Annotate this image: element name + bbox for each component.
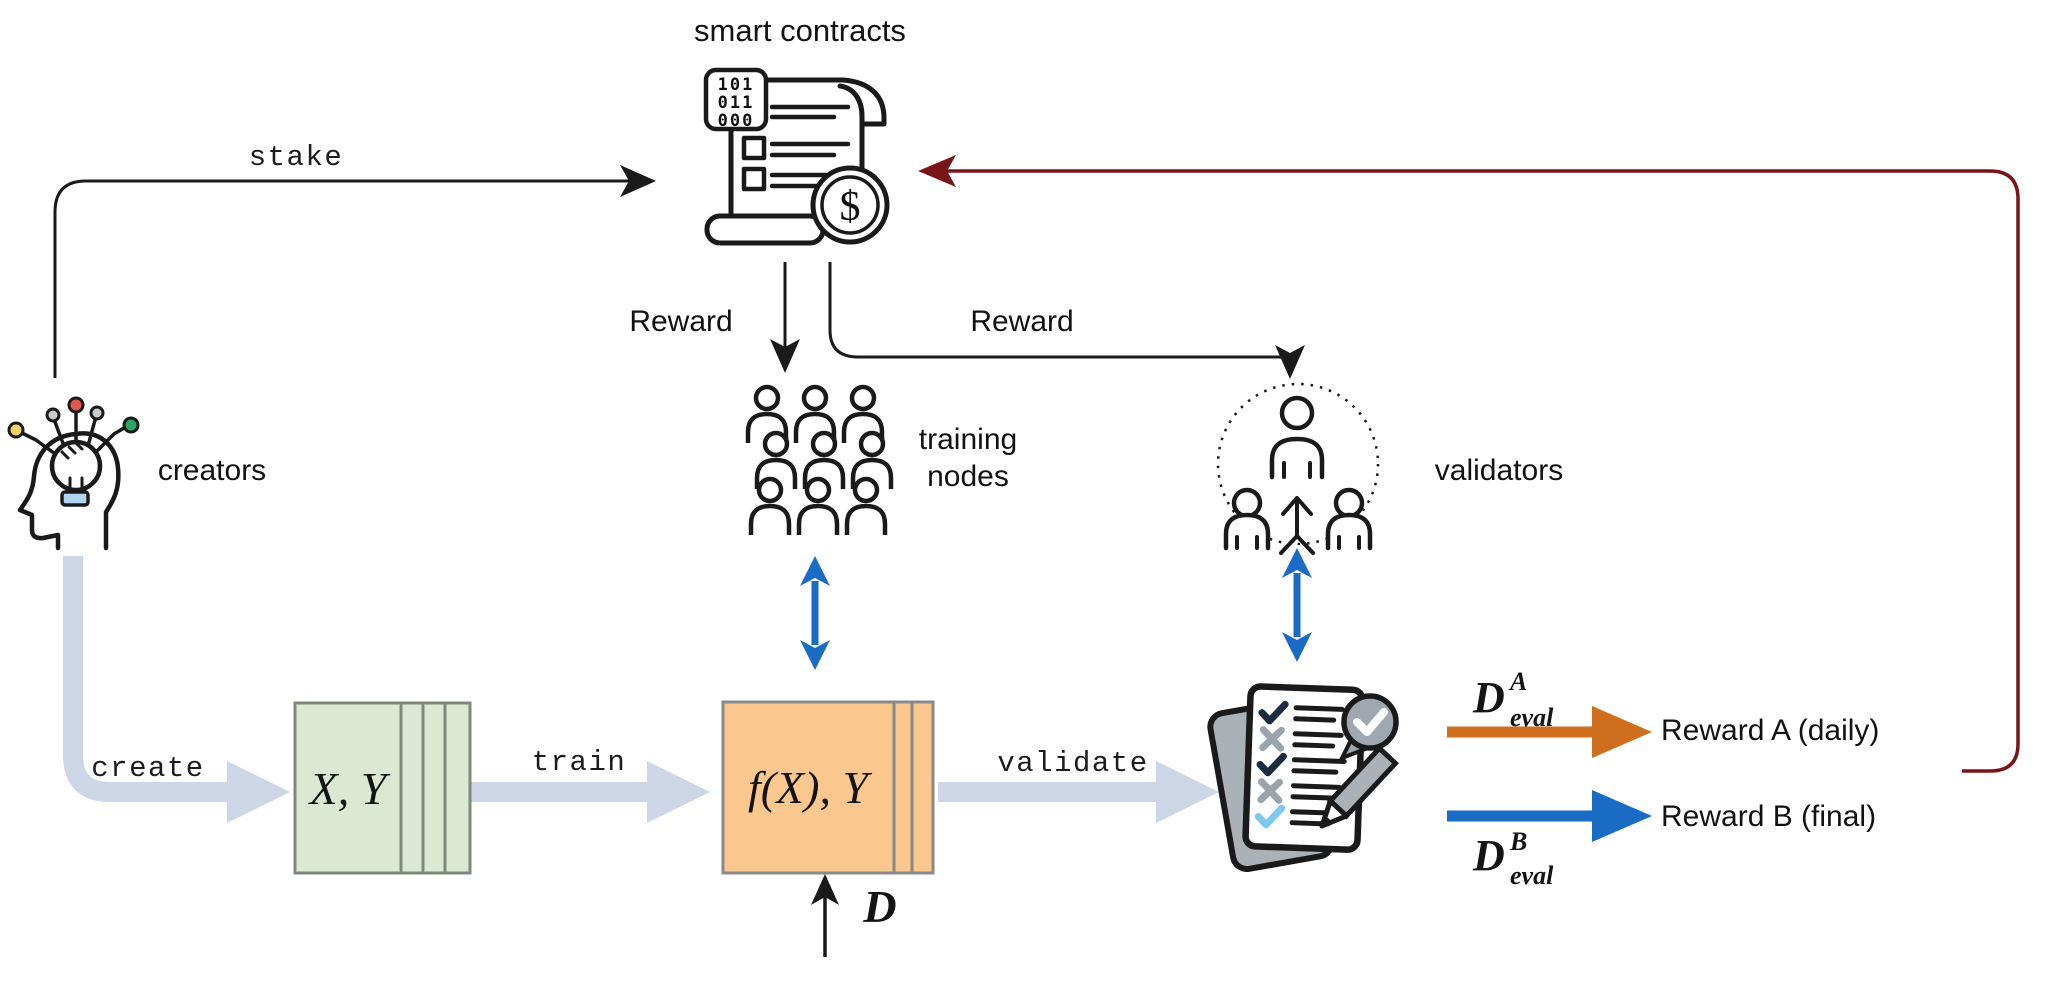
sync-arrow-validators	[1282, 548, 1312, 662]
validators-icon	[1223, 395, 1373, 555]
node-dot-red	[67, 396, 85, 414]
reward-arrow-validators	[828, 262, 1305, 379]
smart-contracts-node: smart contracts 101 011 000	[694, 13, 906, 246]
node-dot-yellow	[7, 421, 25, 439]
create-arrow	[63, 556, 290, 823]
train-label: train	[532, 746, 627, 779]
dollar-coin-icon	[810, 165, 890, 245]
dataset-box-label: X, Y	[308, 763, 391, 814]
eval-a-symbol: D A eval	[1472, 667, 1554, 732]
training-nodes-node: training nodes	[748, 387, 1017, 535]
doc-checkbox	[741, 135, 767, 161]
stake-label: stake	[249, 141, 344, 174]
creators-label: creators	[158, 454, 266, 487]
reward-validators-label: Reward	[970, 305, 1073, 338]
validators-label: validators	[1435, 454, 1563, 487]
cross-mark	[1257, 778, 1283, 804]
dollar-sign: $	[840, 184, 861, 230]
scroll-base	[704, 213, 826, 246]
checklist-icon	[1207, 683, 1400, 872]
creators-node: creators	[7, 396, 266, 551]
dataset-input-arrow	[811, 874, 839, 957]
validators-dotted-circle	[1216, 382, 1380, 546]
reward-arrow-training	[770, 262, 800, 373]
eval-a-arrow	[1447, 706, 1652, 758]
pencil-icon	[1319, 744, 1400, 829]
binary-row: 101	[718, 75, 755, 95]
eval-b-symbol: D B eval	[1472, 827, 1554, 890]
validate-arrow	[938, 761, 1219, 823]
stake-arrow	[53, 165, 656, 378]
reward-a-label: Reward A (daily)	[1661, 714, 1879, 747]
eval-b-arrow	[1447, 790, 1652, 842]
check-mark	[1256, 752, 1287, 777]
binary-row: 000	[718, 111, 755, 131]
feedback-arrow	[918, 155, 2020, 773]
smart-contracts-label: smart contracts	[694, 13, 906, 48]
node-dot-green	[122, 416, 140, 434]
train-arrow	[469, 761, 710, 823]
node-dot-gray	[89, 405, 105, 421]
creator-head-icon	[17, 410, 126, 551]
model-box: f(X), Y	[721, 700, 935, 875]
training-nodes-label-line1: training	[919, 423, 1017, 456]
dollar-coin-inner	[820, 175, 880, 235]
sync-arrow-training	[800, 556, 830, 670]
smart-contract-icon	[703, 67, 890, 246]
check-mark	[1258, 700, 1289, 725]
check-mark-light	[1254, 804, 1286, 829]
crowd-icon	[748, 387, 891, 535]
doc-checkbox	[741, 166, 767, 192]
validators-node: validators	[1216, 382, 1563, 555]
bulb-base	[60, 490, 90, 507]
validate-label: validate	[997, 747, 1148, 780]
reward-b-label: Reward B (final)	[1661, 800, 1876, 833]
node-dot-gray	[45, 407, 61, 423]
dataset-box: X, Y	[293, 701, 472, 875]
training-nodes-label-line2: nodes	[927, 460, 1009, 493]
reward-training-label: Reward	[629, 305, 732, 338]
scroll-sheet	[762, 77, 887, 127]
cross-mark	[1259, 726, 1285, 752]
binary-chip	[703, 67, 769, 132]
approved-bubble-icon	[1337, 693, 1399, 762]
binary-row: 011	[718, 93, 755, 113]
create-label: create	[91, 752, 204, 785]
model-box-label: f(X), Y	[748, 762, 873, 813]
dataset-symbol: D	[862, 881, 896, 932]
